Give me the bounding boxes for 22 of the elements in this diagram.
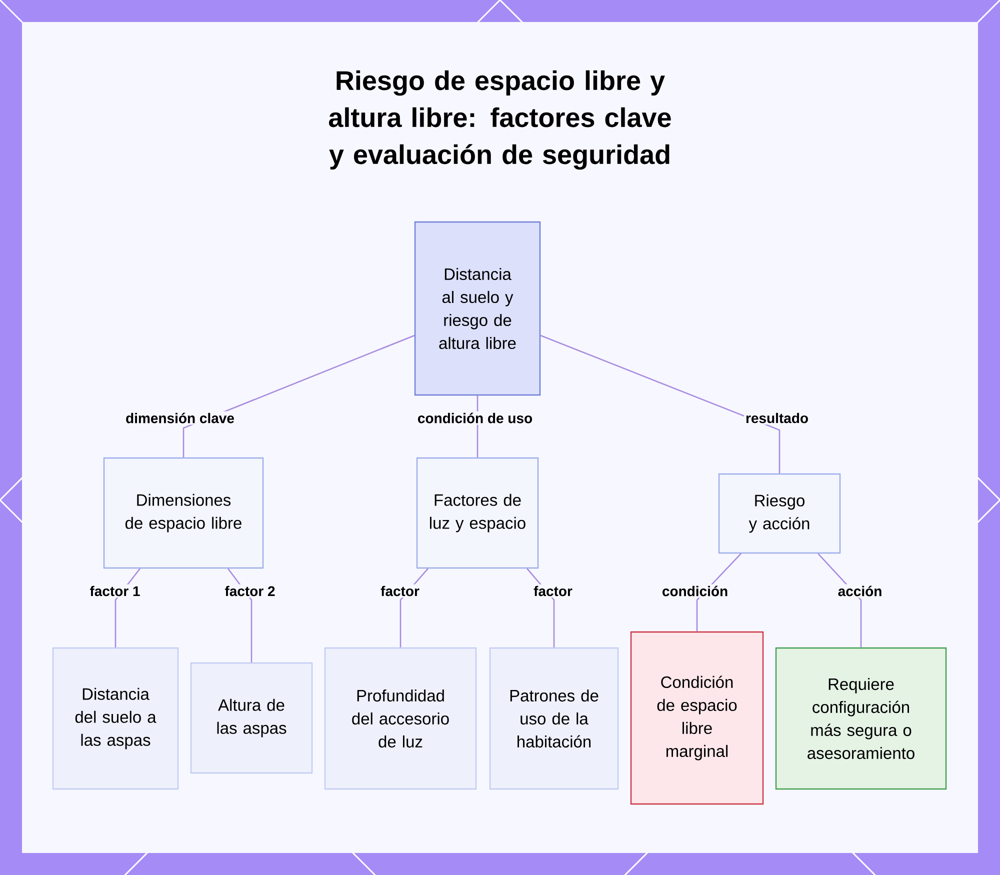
condition-box: Condición de espacio libre marginal — [630, 631, 764, 805]
root-box: Distancia al suelo y riesgo de altura libre — [414, 221, 541, 396]
connector — [182, 334, 415, 458]
edge-label: factor 2 — [223, 584, 277, 598]
edge-label: factor — [532, 584, 574, 598]
category-box: Dimensiones de espacio libre — [103, 457, 264, 569]
edge-label: condición de uso — [416, 411, 534, 425]
factor-box: Profundidad del accesorio de luz — [324, 647, 477, 790]
action-box: Requiere configuración más segura o asesoramiento — [775, 647, 947, 790]
edge-label: factor — [379, 584, 421, 598]
edge-label: condición — [660, 584, 730, 598]
title: Riesgo de espacio libre y altura libre: factores clave y evaluación de seguridad — [328, 70, 671, 170]
edge-label: factor 1 — [88, 584, 142, 598]
factor-box: Distancia del suelo a las aspas — [52, 647, 179, 790]
edge-label: acción — [836, 584, 884, 598]
factor-box: Patrones de uso de la habitación — [489, 647, 619, 790]
category-box: Riesgo y acción — [718, 473, 841, 554]
factor-box: Altura de las aspas — [190, 662, 313, 774]
edge-label: resultado — [744, 411, 810, 425]
category-box: Factores de luz y espacio — [416, 457, 539, 569]
edge-label: dimensión clave — [124, 411, 236, 425]
connector — [540, 334, 780, 474]
